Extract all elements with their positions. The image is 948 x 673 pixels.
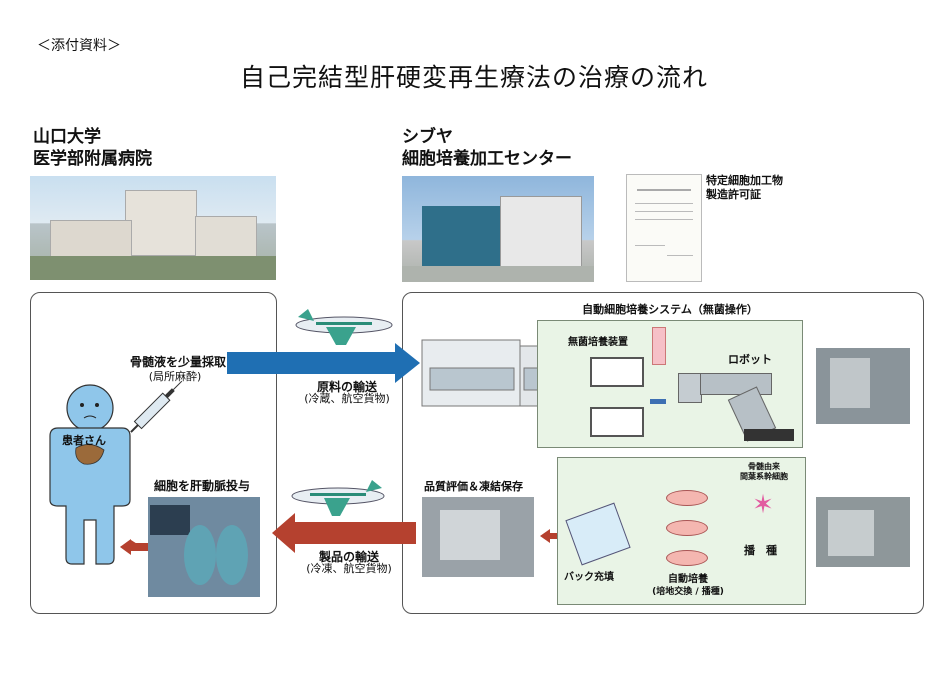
robot-label: ロボット	[728, 353, 772, 366]
system-title: 自動細胞培養システム（無菌操作）	[582, 303, 758, 316]
patient-figure	[49, 384, 131, 565]
center-name-line1: シブヤ	[402, 127, 453, 147]
culture-dish-2	[666, 520, 708, 536]
license-document	[626, 174, 702, 282]
transport-in-arrow-head	[395, 343, 420, 383]
incubator-bottom	[590, 407, 644, 437]
cells-label-line2: 間葉系幹細胞	[740, 472, 788, 481]
culture-dish-1	[666, 490, 708, 506]
pipette-icon	[652, 327, 666, 365]
license-label: 特定細胞加工物 製造許可証	[706, 174, 783, 202]
transport-out-label: 製品の輸送	[318, 550, 379, 564]
transport-in-sub: (冷蔵、航空貨物)	[304, 392, 390, 405]
sterile-device-label: 無菌培養装置	[568, 337, 628, 348]
transport-out-arrow-body	[295, 522, 416, 544]
stem-cell-icon: ✶	[752, 490, 774, 520]
robot-arm	[700, 373, 772, 395]
cells-label-line1: 骨髄由来	[748, 462, 780, 471]
hospital-name-line1: 山口大学	[33, 127, 101, 147]
bag-icon	[565, 502, 631, 566]
robot-base	[744, 429, 794, 441]
transport-in-arrow-body	[227, 352, 395, 374]
airplane-out-icon	[291, 480, 385, 516]
header-note: ＜添付資料＞	[37, 38, 121, 54]
process-box: 骨髄由来 間葉系幹細胞 ✶ 播 種 バック充填 自動培養 (培地交換 / 播種)	[557, 457, 806, 605]
center-name: シブヤ 細胞培養加工センター	[402, 126, 572, 170]
transport-out-arrow-head	[272, 513, 295, 553]
center-photo	[402, 176, 594, 282]
page-title: 自己完結型肝硬変再生療法の治療の流れ	[239, 63, 708, 92]
administer-label: 細胞を肝動脈投与	[154, 479, 251, 493]
auto-culture-sub: (培地交換 / 播種)	[652, 587, 724, 597]
syringe-icon	[130, 380, 183, 433]
hospital-photo	[30, 176, 276, 280]
harvest-label: 骨髄液を少量採取	[129, 355, 226, 369]
bag-label: バック充填	[564, 572, 614, 583]
patient-label: 患者さん	[62, 434, 106, 447]
license-label-line1: 特定細胞加工物	[706, 174, 783, 187]
center-name-line2: 細胞培養加工センター	[402, 149, 572, 169]
liver-icon	[75, 444, 105, 465]
robot-wrist	[678, 373, 702, 403]
anesthesia-label: (局所麻酔)	[148, 370, 202, 383]
dish-icon	[650, 399, 666, 404]
incubator-top	[590, 357, 644, 387]
culture-dish-3	[666, 550, 708, 566]
sterile-system-box: 無菌培養装置 ロボット	[537, 320, 803, 448]
auto-culture-label: 自動培養	[668, 574, 708, 585]
airplane-in-icon	[295, 309, 393, 345]
transport-in-label: 原料の輸送	[316, 380, 377, 394]
hospital-name-line2: 医学部附属病院	[33, 149, 152, 169]
transport-out-sub: (冷凍、航空貨物)	[306, 562, 392, 575]
quality-label: 品質評価＆凍結保存	[424, 480, 523, 493]
seeding-label: 播 種	[744, 544, 777, 557]
cells-label: 骨髄由来 間葉系幹細胞	[728, 462, 800, 482]
license-label-line2: 製造許可証	[706, 188, 761, 201]
hospital-name: 山口大学 医学部附属病院	[33, 126, 152, 170]
